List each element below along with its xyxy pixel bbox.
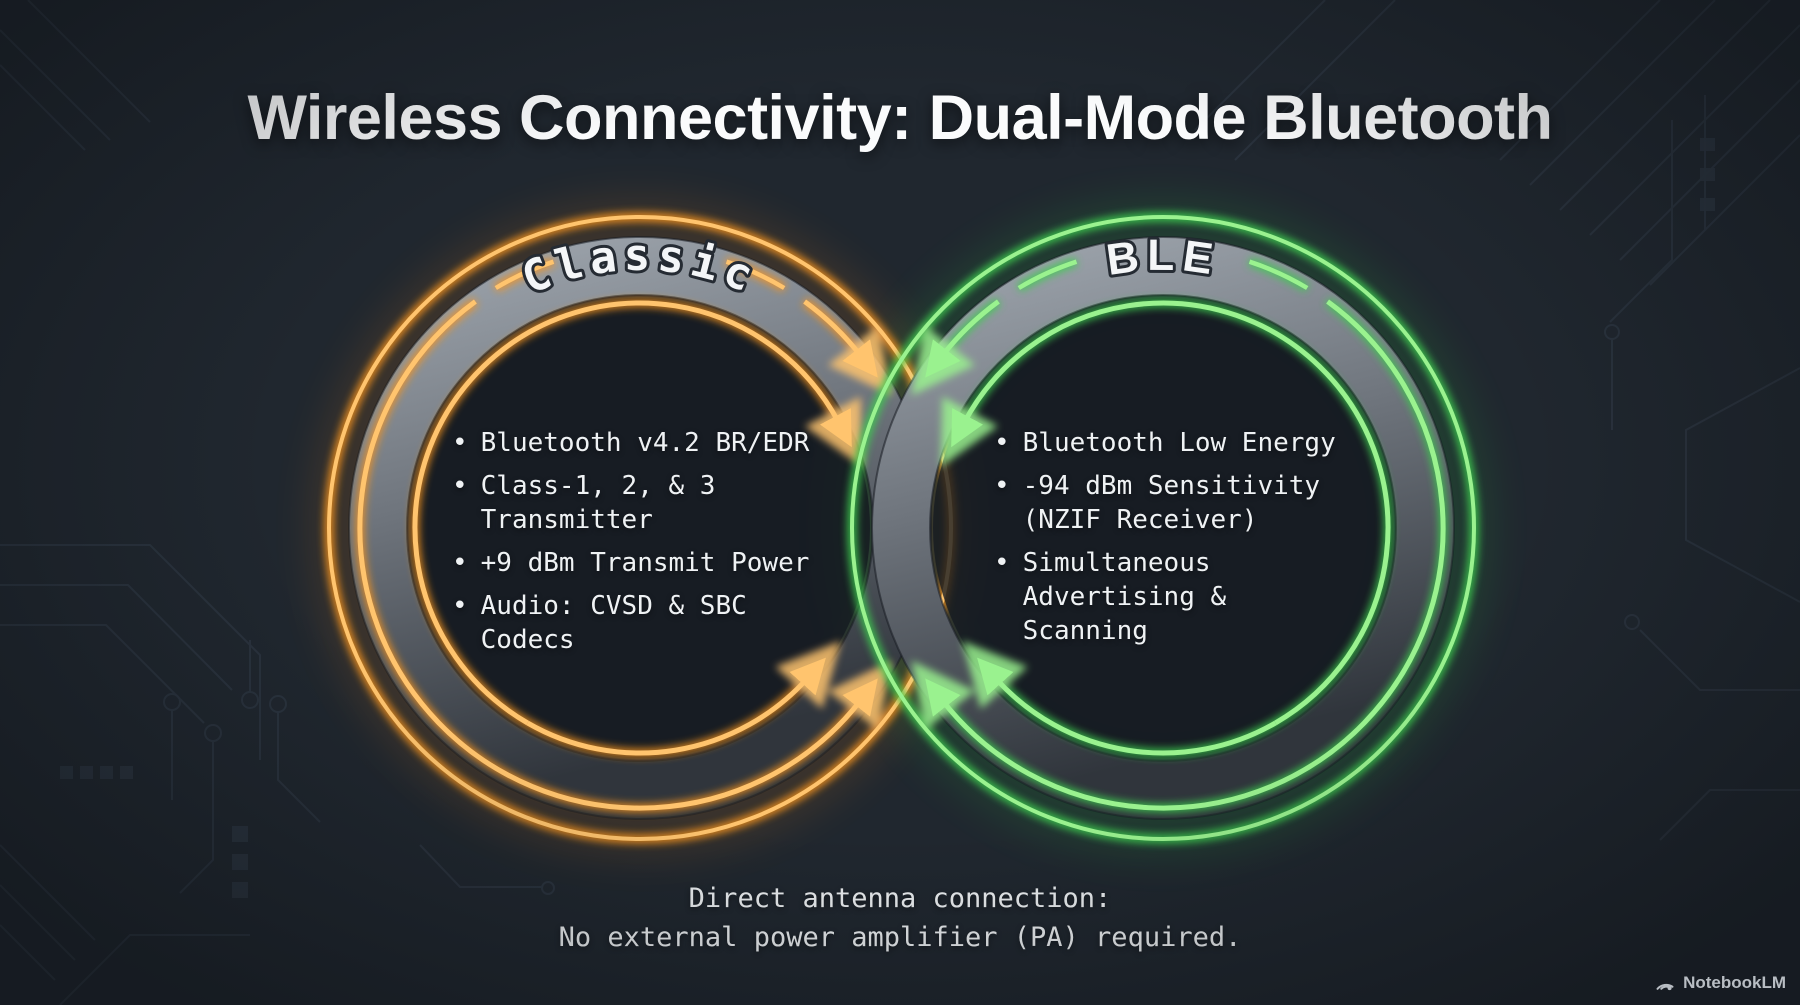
classic-label-dash-right	[725, 259, 786, 290]
ble-inner-disc	[933, 298, 1393, 758]
bullet-dot: •	[452, 591, 468, 621]
ble-label: BLE	[1103, 231, 1222, 285]
bullet-text: Bluetooth Low Energy	[1022, 428, 1336, 458]
ble-label-dash-right	[1248, 259, 1309, 290]
classic-flow-arrow-bottom	[357, 299, 878, 811]
bullet-list-ble: • Bluetooth Low Energy • -94 dBm Sensiti…	[994, 426, 1374, 657]
ble-label-dash-left	[1017, 259, 1078, 290]
classic-flow-arrow-top	[803, 299, 878, 378]
ble-gray-band	[872, 237, 1454, 819]
watermark-label: NotebookLM	[1683, 973, 1786, 992]
bullet-text: Class-1, 2, & 3 Transmitter	[480, 471, 716, 535]
bullet-dot: •	[452, 471, 468, 501]
bullet-dot: •	[452, 548, 468, 578]
footer-line-1: Direct antenna connection:	[688, 883, 1112, 914]
bullet-text: +9 dBm Transmit Power	[480, 548, 810, 578]
list-item: • +9 dBm Transmit Power	[452, 546, 832, 580]
ble-inner-flow-arrow-bottom	[977, 657, 1277, 756]
bullet-text: Simultaneous Advertising & Scanning	[1022, 548, 1227, 646]
ble-band-edge-outer	[871, 236, 1455, 820]
ble-flow-arrow-bottom	[925, 299, 1446, 811]
classic-inner-flow-arrow-bottom	[526, 657, 826, 756]
classic-label-dash-left	[494, 259, 555, 290]
bullet-text: Bluetooth v4.2 BR/EDR	[480, 428, 810, 458]
bullet-list-classic: • Bluetooth v4.2 BR/EDR • Class-1, 2, & …	[452, 426, 832, 666]
list-item: • Audio: CVSD & SBC Codecs	[452, 589, 832, 657]
footer-line-2: No external power amplifier (PA) require…	[558, 922, 1242, 953]
ble-inner-flow-arrow-top	[951, 300, 1391, 726]
classic-inner-disc	[410, 298, 870, 758]
list-item: • Simultaneous Advertising & Scanning	[994, 546, 1374, 648]
bullet-dot: •	[994, 428, 1010, 458]
bullet-text: -94 dBm Sensitivity (NZIF Receiver)	[1022, 471, 1321, 535]
ble-circle	[847, 212, 1479, 844]
bullet-dot: •	[994, 471, 1010, 501]
list-item: • Bluetooth v4.2 BR/EDR	[452, 426, 832, 460]
bullet-dot: •	[452, 428, 468, 458]
footer-caption: Direct antenna connection: No external p…	[0, 879, 1800, 957]
ble-flow-arrow-top	[925, 299, 1000, 378]
ble-outer-ring	[850, 215, 1476, 841]
list-item: • Class-1, 2, & 3 Transmitter	[452, 469, 832, 537]
classic-inner-flow-arrow-top	[412, 300, 852, 726]
ble-neon-core-layer	[850, 215, 1476, 841]
list-item: • -94 dBm Sensitivity (NZIF Receiver)	[994, 469, 1374, 537]
circuit-pads	[60, 138, 1715, 898]
bullet-text: Audio: CVSD & SBC Codecs	[480, 591, 747, 655]
notebooklm-icon	[1656, 983, 1674, 991]
notebooklm-watermark: NotebookLM	[1655, 973, 1786, 993]
list-item: • Bluetooth Low Energy	[994, 426, 1374, 460]
page-title: Wireless Connectivity: Dual-Mode Bluetoo…	[247, 83, 1553, 153]
ble-band-edge-inner	[929, 294, 1397, 762]
bullet-dot: •	[994, 548, 1010, 578]
